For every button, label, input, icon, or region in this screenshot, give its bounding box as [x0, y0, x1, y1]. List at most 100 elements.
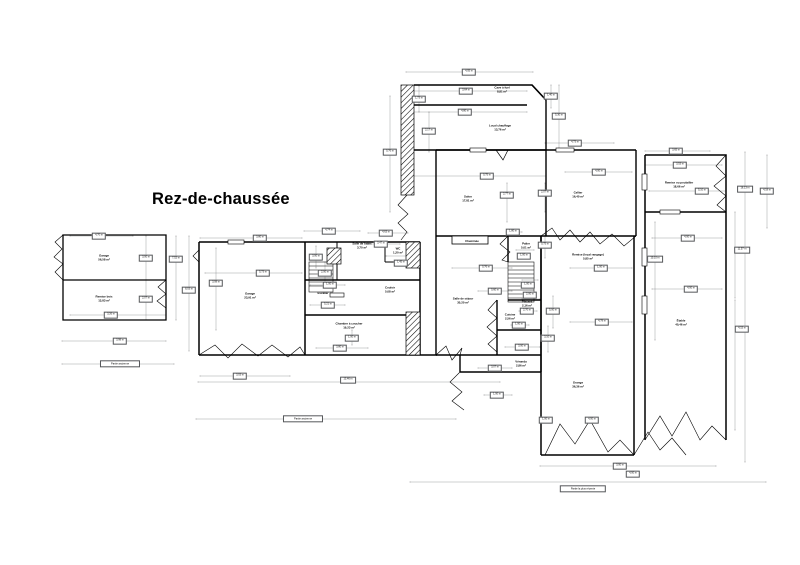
north-wing-break: [495, 149, 509, 161]
room-name: Garage: [99, 253, 109, 258]
dimension-label-d-r-2: 4,00 m: [680, 234, 696, 242]
room-name: Étable: [676, 318, 686, 323]
room-name: Chambre à coucher: [335, 321, 363, 326]
dimension-label-d-c-1: 2,77 m: [499, 191, 515, 199]
room-name: Remise ou poulailler: [664, 180, 694, 185]
hatched-wall-north: [400, 84, 415, 196]
dimension-label-d-top-11: 3,53 m: [672, 161, 688, 169]
room-area: 16,40 m²: [572, 194, 584, 198]
cheminee-block: [451, 235, 489, 245]
dimension-label-d-mid-4: 2,00 m: [317, 269, 333, 277]
dimension-label-d-r-1: 5,10 m: [694, 187, 710, 195]
page-title: Rez-de-chaussée: [152, 190, 290, 208]
dimension-label-d-c-14: 1,00 m: [511, 321, 527, 329]
room-area: 30,20 m²: [457, 300, 469, 304]
dimension-label-d-mid-1: 5,73 m: [255, 269, 271, 277]
dimension-label-d-top-2: 3,64 m: [458, 87, 474, 95]
room-name: Escalier: [317, 291, 329, 296]
room-area: 23,91 m²: [244, 295, 256, 299]
dimension-label-d-r-10: 4,00 m: [625, 470, 641, 478]
dimension-label-d-mid-5: 1,00 m: [322, 281, 338, 289]
north-wall-break-line: [397, 194, 409, 241]
door-openings: [227, 147, 575, 298]
room-area: 13,83 m²: [98, 298, 110, 302]
note-note-partie-ancienne-left: Partie ancienne: [99, 360, 141, 368]
room-name: Remise (local rangage): [572, 252, 604, 257]
dimension-label-d-r-5: 16,13 m: [737, 185, 753, 193]
dimension-label-d-left-bot-1: 3,26 m: [103, 311, 119, 319]
dimension-label-d-top-5: 4,80 m: [457, 108, 473, 116]
room-name: Local chauffage: [488, 123, 512, 128]
dimension-label-d-mid-13: 3,03 m: [232, 372, 248, 380]
dimension-label-d-left-top-1: 4,70 m: [91, 232, 107, 240]
dimension-label-d-left-v-3: 7,52 m: [168, 255, 184, 263]
dimension-label-d-c-15: 3,00 m: [514, 343, 530, 351]
dimension-label-d-c-20: 4,00 m: [584, 416, 600, 424]
room-name: Salon: [464, 194, 472, 199]
room-name: Cellier: [573, 190, 583, 195]
dimension-label-d-c-21: 1,00 m: [538, 416, 554, 424]
dimension-label-d-mid-11: 1,45 m: [393, 259, 409, 267]
dimension-label-d-mid-9: 4,63 m: [378, 229, 394, 237]
dimension-label-d-r-6: 4,18 m: [759, 187, 775, 195]
dimension-label-d-c-12: 2,00 m: [522, 291, 538, 299]
dimension-label-d-left-v-4: 8,03 m: [181, 286, 197, 294]
salon-cellier-block: [435, 149, 637, 237]
dimension-label-d-c-19: 1,00 m: [489, 391, 505, 399]
room-area: 36,36 m²: [572, 384, 584, 388]
room-area: 8,81 m²: [497, 89, 507, 93]
dimension-label-d-c-10: 1,00 m: [516, 252, 532, 260]
room-area: 5,85 m²: [583, 256, 593, 260]
room-area: 5,08 m²: [385, 289, 395, 293]
dimension-label-d-top-10: 3,65 m: [668, 147, 684, 155]
right-building: [644, 154, 727, 440]
room-area: 2,56 m²: [505, 316, 515, 320]
dimension-label-d-r-9: 3,00 m: [612, 462, 628, 470]
dimension-label-d-top-4: 2,17 m: [421, 127, 437, 135]
dimension-label-d-c-5: 0,76 m: [478, 264, 494, 272]
dimension-label-d-c-9: 1,80 m: [505, 228, 521, 236]
room-area: 17,81 m²: [462, 198, 474, 202]
core-break-lines: [435, 227, 637, 411]
room-label-escalier-center: Escalier: [317, 292, 328, 296]
dimension-label-d-left-bot-2: 3,98 m: [112, 337, 128, 345]
room-name: Cheminée: [465, 239, 479, 244]
room-area: 40,46 m²: [675, 322, 687, 326]
dimension-label-d-mid-top-2: 4,74 m: [321, 227, 337, 235]
north-wing: [414, 84, 547, 151]
room-area: 3,70 m²: [357, 245, 367, 249]
dimension-label-d-c-11: 1,00 m: [520, 281, 536, 289]
room-name: Garage: [245, 291, 255, 296]
dimension-label-d-r-3: 10,10 m: [647, 255, 663, 263]
room-name: Grange: [572, 380, 584, 385]
room-area: 2,16 m²: [522, 303, 532, 307]
dimension-label-d-mid-10: 3,47 m: [373, 240, 389, 248]
room-area: 5,01 m²: [521, 245, 531, 249]
hatched-wall-main-right: [326, 241, 421, 356]
left-outbuilding: [62, 234, 167, 321]
dimension-label-d-c-13: 2,70 m: [519, 307, 535, 315]
dimension-label-d-top-3: 1,73 m: [411, 95, 427, 103]
walls: [53, 84, 727, 456]
room-name: Salle de séjour: [452, 296, 474, 301]
dimension-label-d-top-8: 0,75 m: [479, 172, 495, 180]
dimension-label-d-c-2: 2,07 m: [537, 189, 553, 197]
dimension-label-d-mid-7: 3,80 m: [332, 344, 348, 352]
room-label-cheminee: Cheminée: [465, 240, 479, 244]
room-name: Véranda: [515, 359, 527, 364]
left-outbuilding-break-lines: [53, 234, 167, 309]
dimension-label-d-r-8: 4,15 m: [734, 325, 750, 333]
dimension-label-d-top-9: 4,73 m: [567, 139, 583, 147]
dimension-label-d-mid-12: 0,76 m: [382, 148, 398, 156]
room-area: 56,58 m²: [98, 257, 110, 261]
